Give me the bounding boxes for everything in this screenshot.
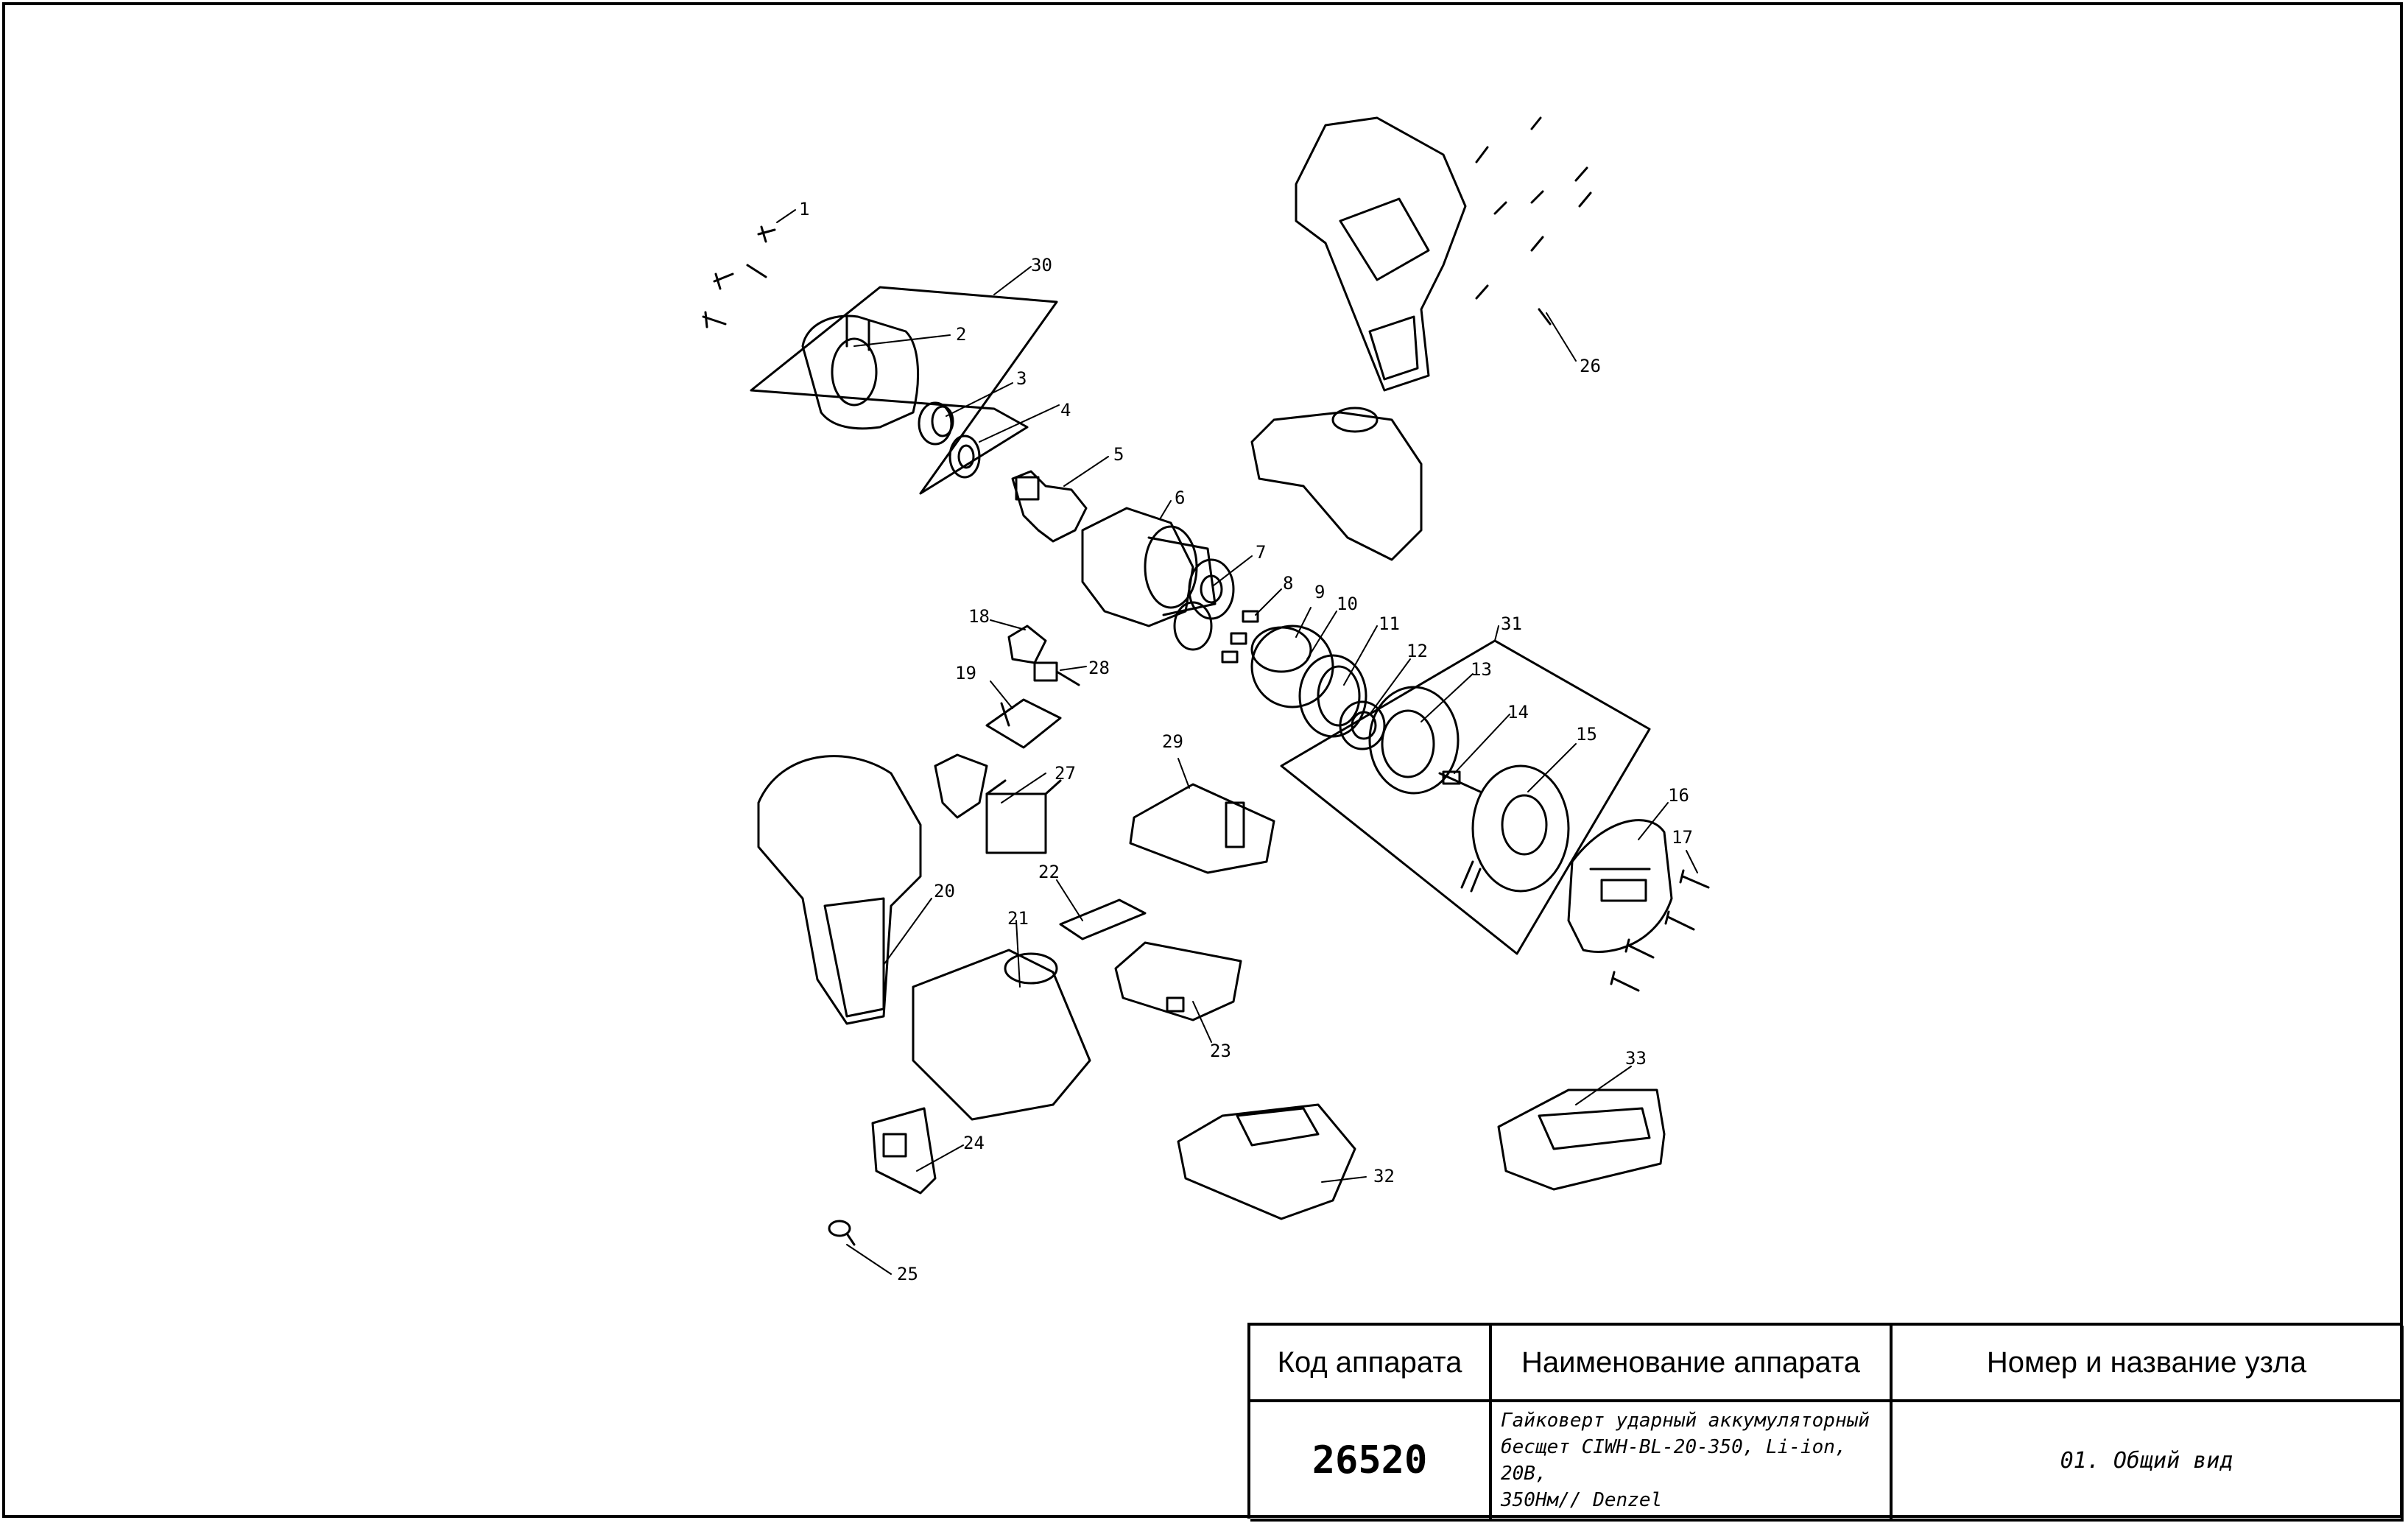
callout-10: 10 — [1337, 594, 1358, 614]
shaft-14 — [1438, 770, 1482, 793]
device-code-header: Код аппарата — [1250, 1326, 1492, 1402]
anvil-5 — [1011, 470, 1088, 543]
motor-15 — [1460, 764, 1570, 893]
switch-knob-18 — [1007, 625, 1047, 664]
device-name-line-3: 350Нм// Denzel — [1501, 1489, 1663, 1511]
gasket-9 — [1250, 626, 1312, 673]
bushing-3 — [918, 401, 954, 446]
callout-32: 32 — [1373, 1166, 1395, 1186]
leader-lines — [776, 209, 1698, 1275]
callout-5: 5 — [1113, 444, 1124, 465]
terminal-23 — [1114, 941, 1242, 1021]
callout-15: 15 — [1576, 724, 1597, 745]
slider-19 — [985, 698, 1062, 749]
pcb-29 — [1129, 783, 1275, 874]
callout-20: 20 — [934, 881, 955, 901]
callout-29: 29 — [1162, 731, 1183, 752]
rear-cap-16 — [1567, 819, 1673, 953]
device-name-line-2: бесщет CIWH-BL-20-350, Li-ion, 20В, — [1501, 1436, 1847, 1485]
callout-23: 23 — [1210, 1041, 1231, 1061]
group-31-outline — [1280, 639, 1651, 955]
battery-32 — [1177, 1103, 1356, 1220]
callout-17: 17 — [1672, 827, 1693, 848]
callout-9: 9 — [1314, 582, 1325, 602]
callout-2: 2 — [956, 324, 966, 345]
screws-17 — [1610, 869, 1710, 992]
callout-16: 16 — [1668, 785, 1689, 806]
housing-half-upper — [1295, 116, 1467, 392]
latch-24 — [871, 1107, 937, 1195]
device-code: 26520 — [1250, 1402, 1492, 1522]
callout-31: 31 — [1501, 613, 1522, 634]
callout-13: 13 — [1471, 659, 1492, 680]
led-board-22 — [1059, 898, 1147, 940]
group-30-outline — [750, 286, 1058, 495]
motor-flange-13 — [1368, 686, 1460, 795]
callout-24: 24 — [963, 1133, 985, 1153]
gear-housing — [1250, 407, 1423, 561]
callout-numbers: 1 2 3 4 5 6 7 8 9 10 11 12 13 14 15 16 1… — [799, 199, 1693, 1284]
trigger-27 — [934, 753, 1062, 854]
callout-4: 4 — [1060, 400, 1071, 421]
bearing-12 — [1339, 700, 1386, 750]
callout-33: 33 — [1625, 1048, 1647, 1069]
nose-cover-2 — [801, 314, 919, 430]
housing-half-20 — [757, 755, 922, 1025]
charger-33 — [1497, 1088, 1666, 1191]
screw-set-1 — [702, 225, 776, 328]
unit-name: 01. Общий вид — [1893, 1402, 2404, 1522]
callout-21: 21 — [1007, 908, 1029, 929]
callout-11: 11 — [1379, 613, 1400, 634]
device-name: Гайковерт ударный аккумуляторный бесщет … — [1492, 1402, 1893, 1522]
washer-4 — [948, 435, 981, 479]
callout-8: 8 — [1283, 573, 1293, 594]
callout-18: 18 — [968, 606, 990, 627]
spring-28 — [1033, 661, 1080, 686]
callout-25: 25 — [897, 1264, 918, 1284]
title-block: Код аппарата Наименование аппарата Номер… — [1247, 1323, 2404, 1522]
callout-27: 27 — [1055, 763, 1076, 784]
unit-header: Номер и название узла — [1893, 1326, 2404, 1402]
device-name-header: Наименование аппарата — [1492, 1326, 1893, 1402]
callout-19: 19 — [955, 663, 976, 683]
callout-3: 3 — [1016, 368, 1027, 389]
callout-30: 30 — [1031, 255, 1052, 275]
callout-1: 1 — [799, 199, 809, 219]
callout-7: 7 — [1256, 542, 1266, 563]
callout-6: 6 — [1175, 488, 1185, 508]
ring-gear-11 — [1298, 654, 1367, 738]
callout-14: 14 — [1507, 702, 1529, 722]
base-21 — [912, 949, 1091, 1121]
callout-12: 12 — [1407, 641, 1428, 661]
callout-22: 22 — [1038, 862, 1060, 882]
screw-25 — [828, 1220, 856, 1246]
callout-26: 26 — [1580, 356, 1601, 376]
gears-7 — [1173, 558, 1235, 651]
callout-28: 28 — [1088, 658, 1110, 678]
screws-26 — [1475, 116, 1592, 326]
device-name-line-1: Гайковерт ударный аккумуляторный — [1501, 1410, 1870, 1432]
pins-8 — [1221, 610, 1259, 664]
